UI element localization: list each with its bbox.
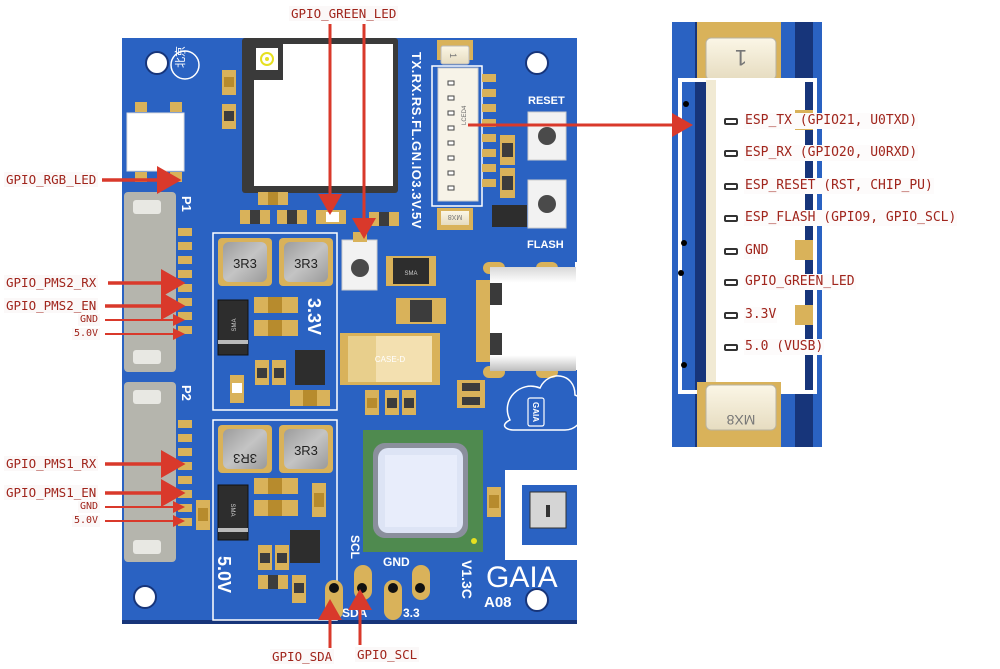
pin-label: ESP_TX (GPIO21, U0TXD): [744, 113, 919, 129]
silk-label: A08: [484, 594, 512, 611]
label-gpio-pms1-rx: GPIO_PMS1_RX: [4, 456, 99, 471]
pin-icon: [724, 247, 738, 255]
silk-label: LCED4: [462, 105, 468, 125]
silk-label: MX8: [726, 412, 755, 428]
silk-label: 1: [735, 45, 747, 70]
silk-label: MX8: [448, 213, 463, 220]
mx8-connector-small: 1 LCED4 MX8: [431, 40, 496, 230]
gaia-cloud-logo: [503, 375, 585, 431]
silk-label: 5.0V: [214, 556, 234, 593]
silk-label: SCL: [348, 535, 362, 559]
silk-label: 北京: [173, 46, 187, 68]
silk-label: 1: [448, 53, 458, 58]
p2-connector: P2: [124, 382, 194, 562]
pin-icon: [724, 311, 738, 319]
label-gpio-scl: GPIO_SCL: [355, 647, 420, 662]
silk-label: SMA: [404, 271, 417, 277]
regulator-ic: [290, 530, 320, 563]
silk-label: V1.3C: [459, 560, 475, 599]
silk-label: 3R3: [233, 256, 257, 271]
pin-icon: [724, 182, 738, 190]
flash-silk: FLASH: [527, 239, 564, 251]
label-5v-p1: 5.0V: [72, 328, 101, 340]
pin-label: ESP_RESET (RST, CHIP_PU): [744, 178, 934, 194]
pin-label: ESP_FLASH (GPIO9, GPIO_SCL): [744, 210, 958, 226]
regulator-33v: 3R3 3R3 SMA 3.3V: [212, 232, 338, 411]
pin-label: GND: [744, 243, 770, 259]
silk-label: P1: [179, 196, 194, 212]
silk-label: 3.3V: [304, 298, 324, 335]
silk-label: 3R3: [294, 256, 318, 271]
pin-label: ESP_RX (GPIO20, U0RXD): [744, 145, 919, 161]
connector-pin-3: ESP_RESET (RST, CHIP_PU): [724, 178, 934, 194]
made-in-logo: [170, 50, 200, 80]
mount-hole: [133, 585, 157, 609]
silk-label: SMA: [232, 318, 238, 331]
connector-pin-7: 3.3V: [724, 307, 778, 323]
connector-pin-8: 5.0 (VUSB): [724, 339, 825, 355]
connector-pin-4: ESP_FLASH (GPIO9, GPIO_SCL): [724, 210, 958, 226]
silk-label: 3.3: [403, 606, 420, 620]
pin-icon: [724, 117, 738, 125]
label-gpio-sda: GPIO_SDA: [270, 649, 335, 664]
annotation-arrows: [102, 24, 693, 648]
label-gpio-pms2-en: GPIO_PMS2_EN: [4, 298, 99, 313]
header-pin-silk: TX.RX.RS.FL.GN.IO3.3V.5V: [409, 52, 424, 229]
label-gpio-rgb-led: GPIO_RGB_LED: [4, 172, 99, 187]
pin-icon: [724, 278, 738, 286]
pin-icon: [724, 343, 738, 351]
mount-hole: [525, 51, 549, 75]
label-gnd-p1: GND: [78, 314, 101, 326]
connector-pin-2: ESP_RX (GPIO20, U0RXD): [724, 145, 919, 161]
label-5v-p2: 5.0V: [72, 515, 101, 527]
regulator-ic: [295, 350, 325, 385]
pin-icon: [724, 149, 738, 157]
main-pcb: 北京 TX.RX.RS.FL.GN.IO3.3V.5V 1: [122, 38, 600, 624]
label-gpio-green-led: GPIO_GREEN_LED: [289, 6, 399, 21]
rgb-led: [126, 112, 185, 172]
silk-label: SMA: [229, 503, 235, 516]
label-gpio-pms2-rx: GPIO_PMS2_RX: [4, 275, 99, 290]
label-gnd-p2: GND: [78, 501, 101, 513]
brand-silk: GAIA: [486, 561, 558, 594]
silk-label: 3R3: [233, 451, 257, 466]
connector-zoom: 1 MX8: [672, 22, 822, 447]
connector-pin-1: ESP_TX (GPIO21, U0TXD): [724, 113, 919, 129]
mount-hole: [145, 51, 169, 75]
silk-label: P2: [179, 385, 194, 401]
usb-c-port: [476, 262, 576, 378]
connector-pin-6: GPIO_GREEN_LED: [724, 274, 856, 290]
connector-pin-5: GND: [724, 243, 770, 259]
pin-icon: [724, 214, 738, 222]
silk-label: 3R3: [294, 443, 318, 458]
silk-label: GND: [383, 555, 410, 569]
pin-label: 3.3V: [744, 307, 778, 323]
label-gpio-pms1-en: GPIO_PMS1_EN: [4, 485, 99, 500]
mount-hole: [525, 588, 549, 612]
main-chip: [363, 430, 483, 552]
pin-label: 5.0 (VUSB): [744, 339, 825, 355]
silk-label: GAIA: [531, 402, 540, 422]
silk-label: CASE-D: [375, 355, 405, 364]
pin-label: GPIO_GREEN_LED: [744, 274, 856, 290]
regulator-50v: 3R3 3R3 SMA 5.0V: [212, 419, 338, 621]
sot-ic: [492, 205, 527, 227]
silk-label: SDA: [342, 606, 368, 620]
reset-silk: RESET: [528, 95, 565, 107]
